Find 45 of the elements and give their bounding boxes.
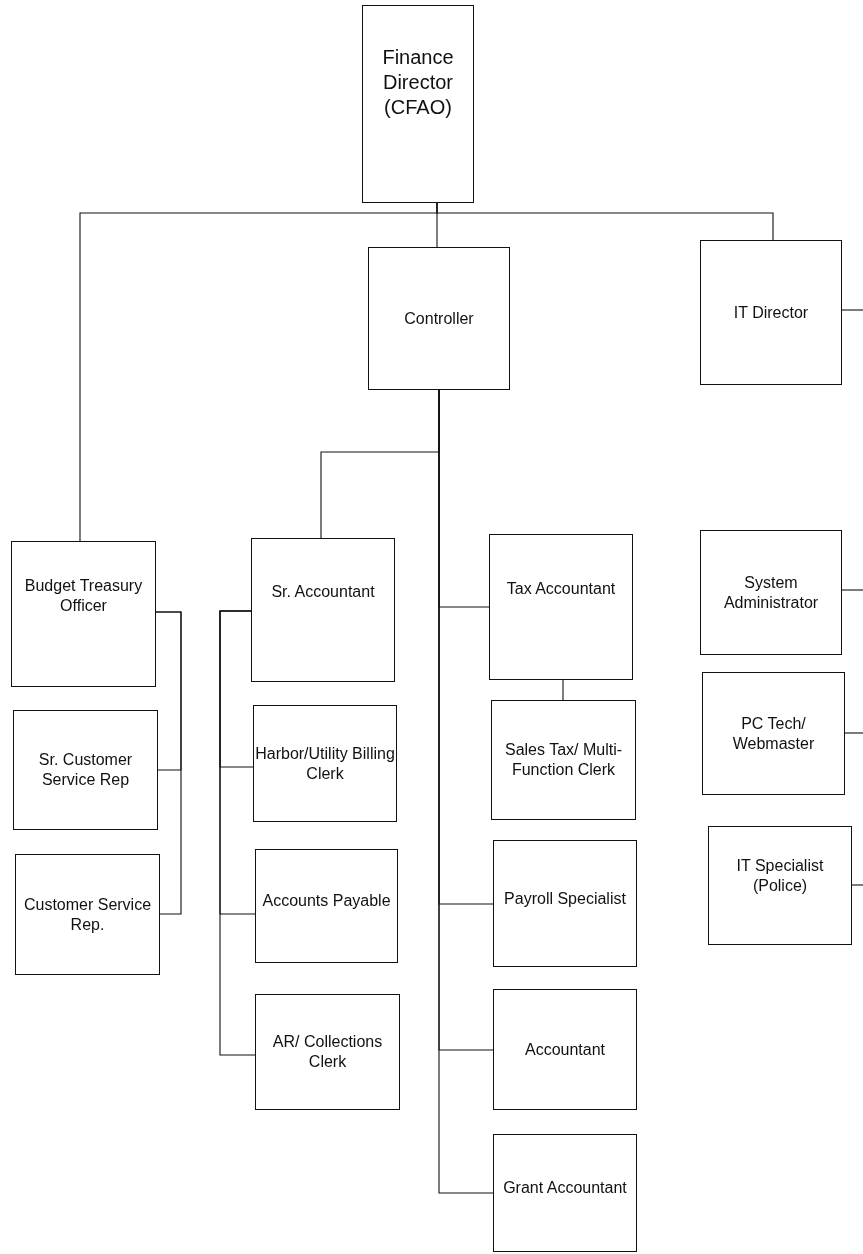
position-title: Sales Tax/ Multi-Function Clerk [503,740,624,780]
connector-line [844,732,863,734]
position-title: Harbor/Utility Billing Clerk [254,743,396,784]
position-title: PC Tech/ Webmaster [731,713,816,754]
position-title: Sr. Customer Service Rep [37,750,134,790]
position-title: IT Specialist (Police) [735,855,825,896]
position-box [493,840,637,967]
connector-line [841,309,863,311]
position-title: Accounts Payable [262,891,391,911]
position-box [15,854,160,975]
position-title: Finance Director (CFAO) [381,44,455,120]
connector-line [562,679,564,701]
position-box [708,826,852,945]
connector-line [438,389,494,1194]
connector-line [219,610,256,1056]
position-box [13,710,158,830]
connector-line [155,611,182,915]
position-box [493,1134,637,1252]
position-box [491,700,636,820]
position-box [702,672,845,795]
connector-line [841,589,863,591]
position-title: Controller [404,308,474,329]
position-box [253,705,397,822]
position-title: Customer Service Rep. [22,894,153,935]
position-box [255,849,398,963]
position-title: Accountant [524,1039,606,1060]
position-box [700,240,842,385]
position-title: Payroll Specialist [504,888,626,909]
position-title: AR/ Collections Clerk [271,1032,384,1072]
position-box [255,994,400,1110]
position-title: Sr. Accountant [271,582,375,602]
position-box [493,989,637,1110]
position-title: Tax Accountant [506,579,616,599]
position-title: IT Director [733,302,809,323]
position-box [251,538,395,682]
position-title: Budget Treasury Officer [23,576,144,616]
position-title: System Administrator [722,572,820,613]
position-box [700,530,842,655]
position-box [11,541,156,687]
connector-line [436,202,774,241]
position-box [489,534,633,680]
connector-line [851,884,863,886]
position-title: Grant Accountant [503,1178,627,1198]
position-box [362,5,474,203]
position-box [368,247,510,390]
